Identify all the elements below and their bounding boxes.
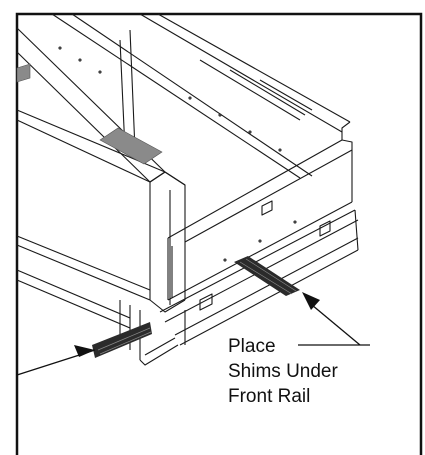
arrowhead-right (302, 292, 320, 310)
roof-vent-front (99, 127, 163, 165)
frame-border (15, 12, 423, 455)
callout-line-2: Shims Under (228, 361, 338, 382)
roof-vent-rear (16, 63, 31, 83)
shim-callout-label: Place Shims Under Front Rail (228, 334, 338, 409)
callout-line-3: Front Rail (228, 386, 311, 407)
shim-right (234, 256, 300, 296)
shim-left (92, 322, 152, 358)
callout-line-1: Place (228, 336, 276, 357)
arrowhead-left (74, 345, 95, 357)
truck-body-drawing (16, 13, 359, 366)
